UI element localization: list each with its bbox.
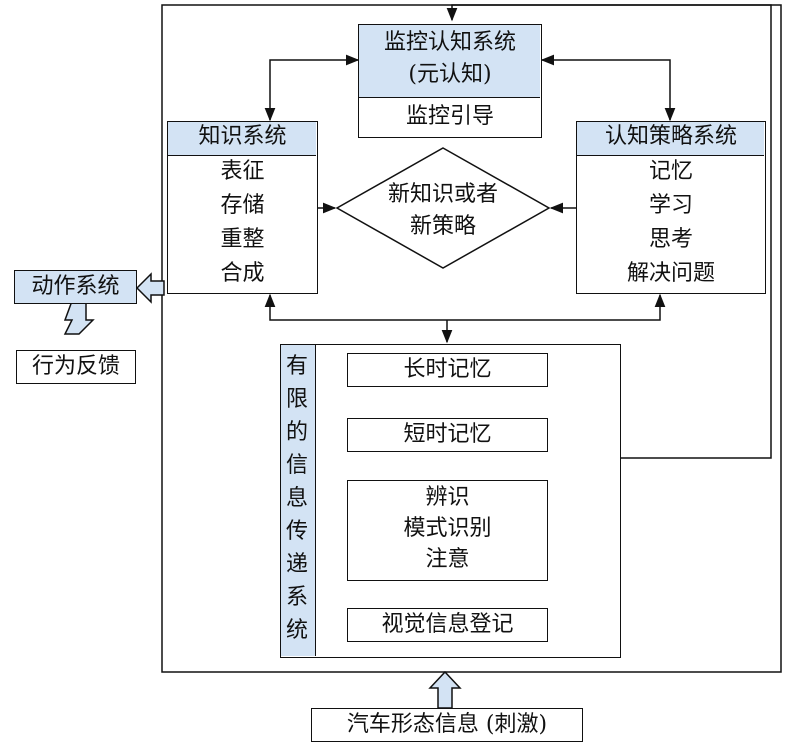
strategy-item: 记忆 — [648, 159, 693, 184]
monitor-title: 监控认知系统 — [383, 30, 516, 55]
action-system-label: 动作系统 — [31, 274, 120, 299]
monitor-subtitle: (元认知) — [408, 62, 492, 87]
action-system-box — [14, 270, 137, 304]
strategy-item: 思考 — [648, 227, 693, 252]
info-title-char: 息 — [285, 486, 308, 511]
info-title-char: 递 — [285, 552, 308, 577]
visual-registration-label: 视觉信息登记 — [381, 612, 514, 637]
long-term-memory-label: 长时记忆 — [403, 357, 492, 382]
arrow-monitor-knowledge — [264, 54, 360, 122]
arrow-monitor-strategy — [540, 54, 676, 122]
knowledge-box — [167, 121, 318, 294]
bus-line — [264, 293, 666, 321]
knowledge-item: 表征 — [220, 159, 265, 184]
strategy-header — [577, 122, 764, 156]
monitor-guide: 监控引导 — [405, 104, 494, 129]
short-term-memory-box — [347, 418, 548, 452]
knowledge-item: 重整 — [220, 227, 265, 252]
short-term-memory-label: 短时记忆 — [403, 422, 492, 447]
center-diamond — [335, 147, 551, 269]
strategy-item: 学习 — [648, 193, 693, 218]
recognition-item: 注意 — [425, 547, 470, 572]
visual-registration-box — [347, 608, 548, 642]
input-stimulus-box — [311, 708, 583, 742]
input-stimulus-label: 汽车形态信息 (刺激) — [346, 712, 548, 737]
recognition-item: 辨识 — [425, 485, 470, 510]
feedback-box — [16, 350, 136, 384]
arrow-input-up — [428, 670, 462, 709]
knowledge-item: 合成 — [220, 261, 265, 286]
info-title-char: 有 — [285, 354, 308, 379]
info-title-char: 统 — [285, 618, 308, 643]
strategy-box — [576, 121, 766, 294]
arrow-to-action — [135, 272, 165, 304]
recognition-item: 模式识别 — [403, 516, 492, 541]
info-title-char: 限 — [285, 387, 308, 412]
knowledge-header — [168, 122, 316, 156]
center-text: 新知识或者 — [387, 182, 498, 207]
knowledge-title: 知识系统 — [198, 124, 287, 149]
monitor-box — [358, 24, 542, 138]
info-system-header — [281, 345, 316, 656]
knowledge-item: 存储 — [220, 193, 265, 218]
recognition-box — [347, 480, 548, 581]
center-text: 新策略 — [409, 214, 476, 239]
info-title-char: 系 — [285, 585, 308, 610]
feedback-loop — [446, 4, 772, 459]
feedback-label: 行为反馈 — [31, 354, 120, 379]
info-title-char: 信 — [285, 453, 308, 478]
monitor-header — [359, 25, 540, 98]
strategy-title: 认知策略系统 — [604, 124, 737, 149]
long-term-memory-box — [347, 353, 548, 387]
arrow-to-feedback — [63, 300, 95, 335]
info-title-char: 传 — [285, 519, 308, 544]
strategy-item: 解决问题 — [626, 261, 715, 286]
info-title-char: 的 — [285, 420, 308, 445]
